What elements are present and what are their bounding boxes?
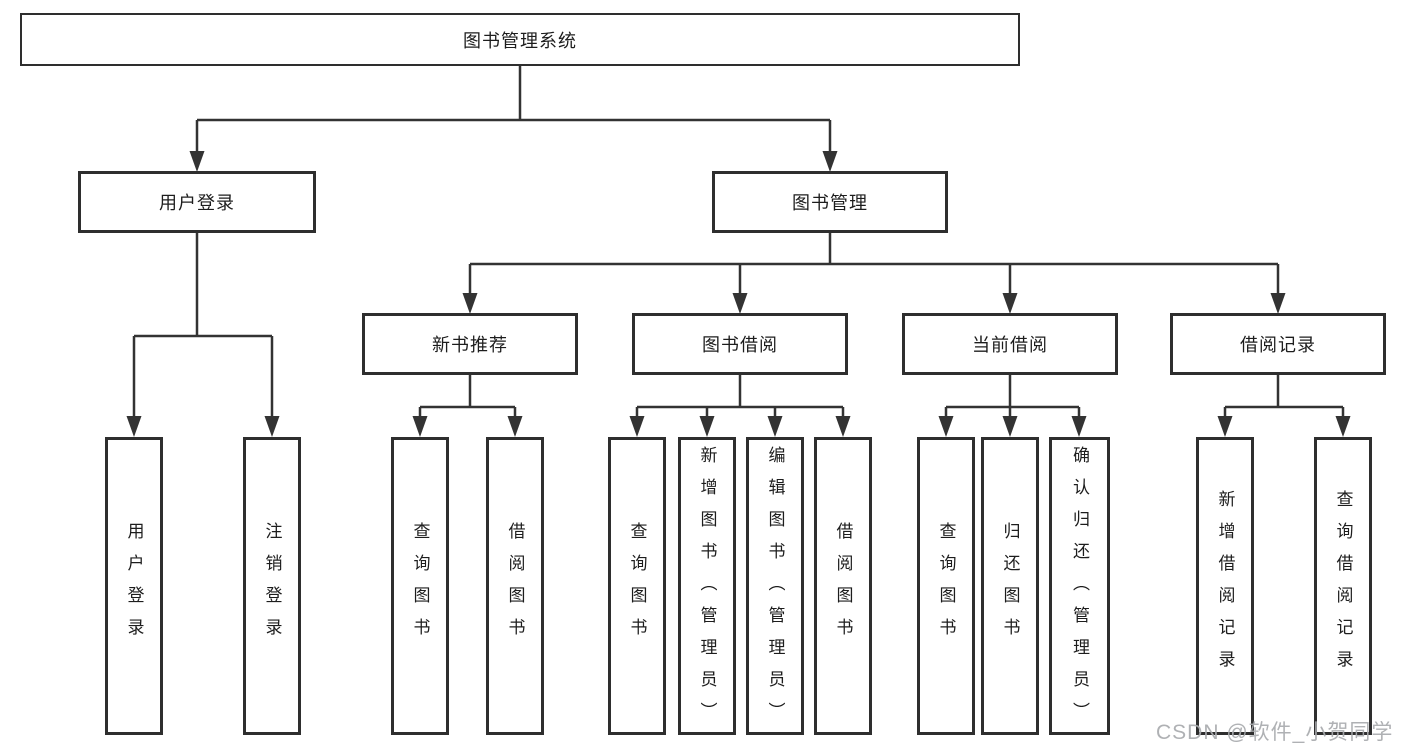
leaf-logout: 注销登录 xyxy=(243,437,301,735)
leaf-newbook-query-books: 查询图书 xyxy=(391,437,449,735)
leaf-borrow-edit-books-admin: 编辑图书（管理员） xyxy=(746,437,804,735)
node-new-book-recommend: 新书推荐 xyxy=(362,313,578,375)
arrowhead-icons xyxy=(126,151,1351,437)
arrow-down-icon xyxy=(938,416,954,437)
node-book-management: 图书管理 xyxy=(712,171,948,233)
connector-records-to-leaves xyxy=(1223,375,1345,419)
leaf-user-login: 用户登录 xyxy=(105,437,163,735)
connector-userlogin-to-leaves xyxy=(132,233,274,419)
arrow-down-icon xyxy=(1002,416,1018,437)
connector-bookborrow-to-leaves xyxy=(635,375,845,419)
node-user-login: 用户登录 xyxy=(78,171,316,233)
arrow-down-icon xyxy=(412,416,428,437)
node-root-system: 图书管理系统 xyxy=(20,13,1020,66)
arrow-down-icon xyxy=(822,151,838,172)
arrow-down-icon xyxy=(1335,416,1351,437)
leaf-records-query-record: 查询借阅记录 xyxy=(1314,437,1372,735)
connector-newbook-to-leaves xyxy=(418,375,517,419)
arrow-down-icon xyxy=(1002,293,1018,314)
arrow-down-icon xyxy=(126,416,142,437)
leaf-current-query-books: 查询图书 xyxy=(917,437,975,735)
leaf-borrow-borrow-books: 借阅图书 xyxy=(814,437,872,735)
arrow-down-icon xyxy=(629,416,645,437)
arrow-down-icon xyxy=(732,293,748,314)
connector-root-to-level2 xyxy=(195,65,832,153)
node-book-borrow: 图书借阅 xyxy=(632,313,848,375)
arrow-down-icon xyxy=(507,416,523,437)
connector-currentborrow-to-leaves xyxy=(944,375,1081,419)
arrow-down-icon xyxy=(1217,416,1233,437)
leaf-current-confirm-return-admin: 确认归还（管理员） xyxy=(1049,437,1110,735)
arrow-down-icon xyxy=(462,293,478,314)
leaf-current-return-books: 归还图书 xyxy=(981,437,1039,735)
node-current-borrow: 当前借阅 xyxy=(902,313,1118,375)
arrow-down-icon xyxy=(767,416,783,437)
arrow-down-icon xyxy=(189,151,205,172)
leaf-borrow-add-books-admin: 新增图书（管理员） xyxy=(678,437,736,735)
arrow-down-icon xyxy=(1071,416,1087,437)
arrow-down-icon xyxy=(835,416,851,437)
leaf-records-add-record: 新增借阅记录 xyxy=(1196,437,1254,735)
arrow-down-icon xyxy=(264,416,280,437)
arrow-down-icon xyxy=(1270,293,1286,314)
leaf-borrow-query-books: 查询图书 xyxy=(608,437,666,735)
node-borrow-records: 借阅记录 xyxy=(1170,313,1386,375)
csdn-watermark: CSDN @软件_小贺同学 xyxy=(1156,721,1394,744)
leaf-newbook-borrow-books: 借阅图书 xyxy=(486,437,544,735)
arrow-down-icon xyxy=(699,416,715,437)
connector-bookmgmt-to-level3 xyxy=(468,233,1280,295)
